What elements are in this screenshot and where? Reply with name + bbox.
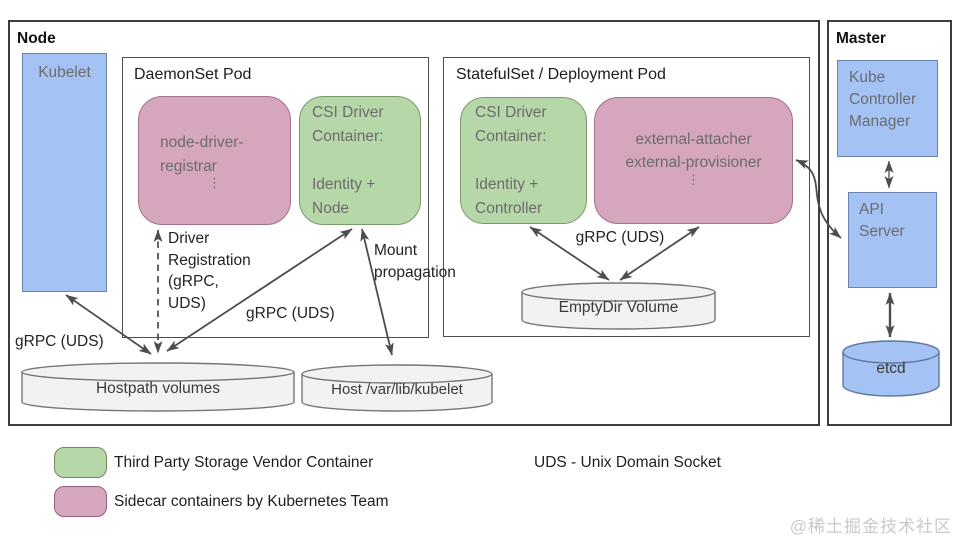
node-title: Node	[17, 30, 56, 47]
legend-pink-label: Sidecar containers by Kubernetes Team	[114, 493, 389, 510]
kube-controller-manager-box	[837, 60, 938, 157]
legend-pink-swatch	[54, 486, 107, 517]
arrow-hostpath-csi-node	[166, 228, 353, 352]
arrow-emptydir-csi-controller	[529, 226, 610, 281]
csi-driver-controller-label: CSI Driver Container: Identity + Control…	[475, 104, 547, 217]
emptydir-volume-label: EmptyDir Volume	[558, 299, 679, 316]
csi-driver-controller-box	[460, 97, 587, 224]
emptydir-volume-cylinder	[521, 282, 716, 330]
watermark: @稀土掘金技术社区	[789, 517, 952, 536]
kube-controller-manager-label: Kube Controller Manager	[849, 69, 917, 130]
etcd-label: etcd	[876, 360, 906, 377]
legend-green-swatch	[54, 447, 107, 478]
hostpath-volumes-cylinder	[21, 362, 295, 412]
arrow-emptydir-sidecars	[619, 226, 700, 281]
node-driver-registrar-box	[138, 96, 291, 225]
legend-green-label: Third Party Storage Vendor Container	[114, 454, 374, 471]
grpc-uds-left-label: gRPC (UDS)	[15, 333, 104, 350]
master-title: Master	[836, 30, 886, 47]
etcd-cylinder	[842, 340, 940, 397]
node-driver-registrar-label: node-driver- registrar	[160, 134, 244, 175]
hostpath-volumes-label: Hostpath volumes	[95, 380, 221, 397]
kubelet-label: Kubelet	[38, 64, 91, 81]
kubelet-box	[22, 53, 107, 292]
daemonset-pod-title: DaemonSet Pod	[134, 66, 252, 83]
sidecars-ellipsis: ⋮	[687, 172, 700, 187]
registrar-ellipsis: ⋮	[208, 175, 221, 190]
sidecar-containers-label: external-attacher external-provisioner	[625, 131, 762, 171]
api-server-label: API Server	[859, 201, 905, 240]
driver-registration-label: Driver Registration (gRPC, UDS)	[168, 230, 251, 312]
arrow-csi-node-host-kubelet	[360, 228, 394, 356]
host-var-lib-kubelet-label: Host /var/lib/kubelet	[331, 381, 463, 398]
host-var-lib-kubelet-cylinder	[301, 364, 493, 412]
statefulset-pod-title: StatefulSet / Deployment Pod	[456, 66, 666, 83]
grpc-uds-diagonal-label: gRPC (UDS)	[246, 305, 335, 322]
csi-driver-node-box	[299, 96, 421, 225]
csi-driver-node-label: CSI Driver Container: Identity + Node	[312, 104, 384, 217]
arrow-sidecars-api-server	[795, 159, 842, 239]
sidecar-containers-box	[594, 97, 793, 224]
mount-propagation-label: Mount propagation	[374, 242, 456, 281]
arrow-kubelet-hostpath	[65, 294, 152, 355]
api-server-box	[848, 192, 937, 288]
uds-note: UDS - Unix Domain Socket	[534, 454, 721, 471]
